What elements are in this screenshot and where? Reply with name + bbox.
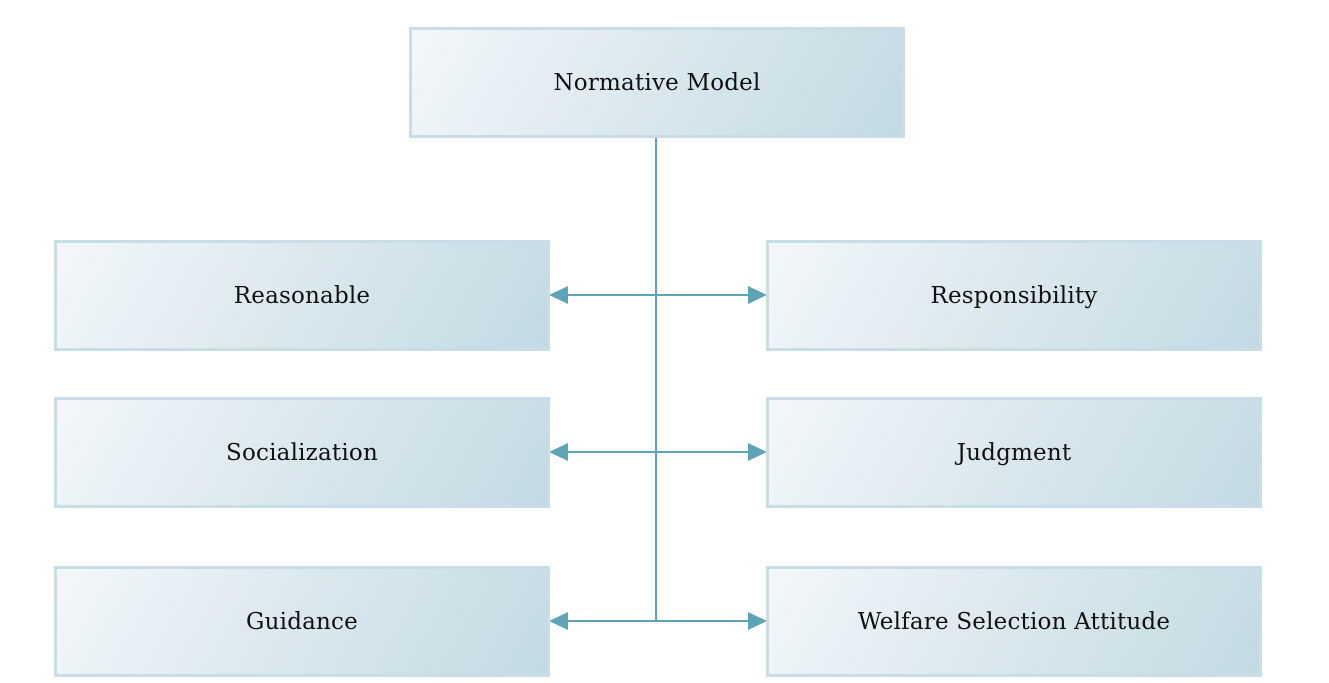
arrowhead-left-icon (549, 286, 568, 304)
node-label-responsibility: Responsibility (930, 282, 1098, 309)
node-box-reasonable: Reasonable (54, 240, 550, 351)
node-label-guidance: Guidance (246, 608, 358, 635)
node-label-socialization: Socialization (226, 439, 378, 466)
node-box-judgment: Judgment (766, 397, 1262, 508)
node-box-socialization: Socialization (54, 397, 550, 508)
node-label-judgment: Judgment (956, 439, 1072, 466)
root-node-box: Normative Model (409, 27, 905, 138)
arrowhead-right-icon (748, 286, 767, 304)
arrowhead-left-icon (549, 612, 568, 630)
node-box-welfare-selection-attitude: Welfare Selection Attitude (766, 566, 1262, 677)
node-box-guidance: Guidance (54, 566, 550, 677)
root-node-label: Normative Model (553, 69, 761, 96)
arrowhead-right-icon (748, 443, 767, 461)
node-label-reasonable: Reasonable (233, 282, 371, 309)
node-label-welfare-selection-attitude: Welfare Selection Attitude (857, 608, 1171, 635)
arrowhead-right-icon (748, 612, 767, 630)
arrowhead-left-icon (549, 443, 568, 461)
node-box-responsibility: Responsibility (766, 240, 1262, 351)
